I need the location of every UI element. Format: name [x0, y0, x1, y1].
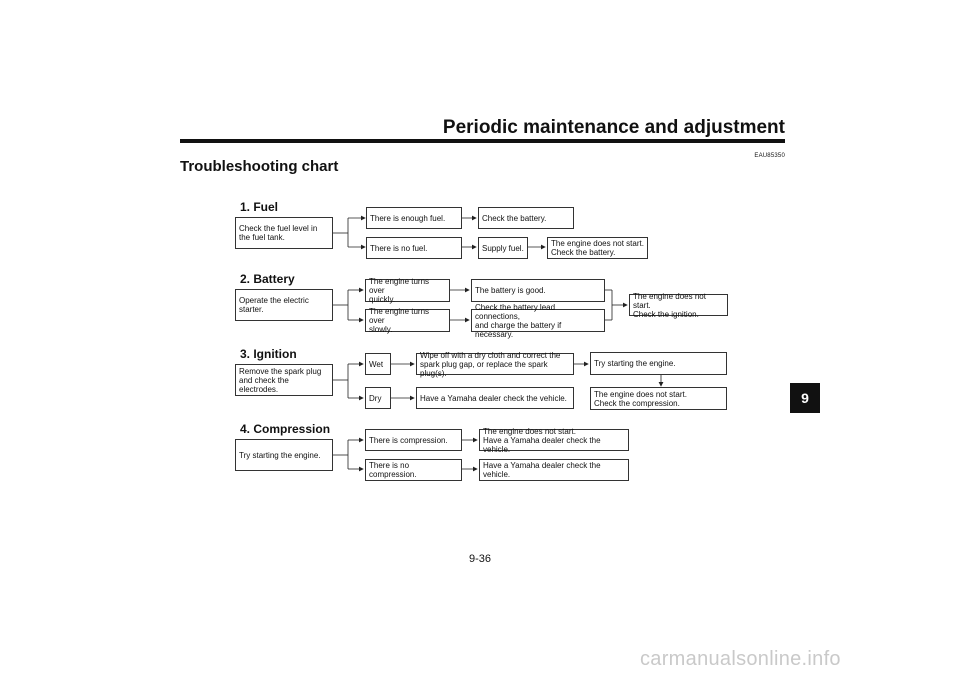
fuel-supply-box: Supply fuel. — [478, 237, 528, 259]
battery-step-title: 2. Battery — [240, 272, 295, 286]
ignition-wet-box: Wet — [365, 353, 391, 375]
ignition-step-title: 3. Ignition — [240, 347, 297, 361]
watermark: carmanualsonline.info — [640, 648, 841, 670]
battery-quick-box: The engine turns over quickly. — [365, 277, 450, 304]
fuel-start-box: Check the fuel level in the fuel tank. — [235, 217, 333, 249]
fuel-step-title: 1. Fuel — [240, 200, 279, 214]
compression-none-box: There is no compression. — [365, 459, 462, 481]
battery-slow-box: The engine turns over slowly. — [365, 307, 450, 334]
compression-dealer-box: Have a Yamaha dealer check the vehicle. — [479, 459, 629, 481]
compression-step-title: 4. Compression — [240, 422, 331, 436]
fuel-check-battery-box: Check the battery. — [478, 207, 574, 229]
chapter-tab[interactable]: 9 — [790, 383, 820, 413]
battery-start-box: Operate the electric starter. — [235, 289, 333, 321]
ignition-start-box: Remove the spark plug and check the elec… — [235, 364, 333, 396]
fuel-not-start-box: The engine does not start. Check the bat… — [547, 237, 648, 259]
section-title: Troubleshooting chart — [180, 158, 339, 175]
header-rule — [180, 139, 785, 143]
ignition-dealer-box: Have a Yamaha dealer check the vehicle. — [416, 387, 574, 409]
ignition-try-box: Try starting the engine. — [590, 352, 727, 375]
ignition-wipe-box: Wipe off with a dry cloth and correct th… — [416, 351, 574, 378]
compression-not-start-box: The engine does not start. Have a Yamaha… — [479, 427, 629, 454]
fuel-enough-box: There is enough fuel. — [366, 207, 462, 229]
section-code: EAU85350 — [754, 153, 785, 159]
compression-start-box: Try starting the engine. — [235, 439, 333, 471]
battery-not-start-box: The engine does not start. Check the ign… — [629, 292, 728, 319]
compression-has-box: There is compression. — [365, 429, 462, 451]
ignition-dry-box: Dry — [365, 387, 391, 409]
ignition-not-start-box: The engine does not start. Check the com… — [590, 387, 727, 410]
battery-check-leads-box: Check the battery lead connections, and … — [471, 303, 605, 339]
page-number: 9-36 — [468, 553, 492, 565]
page-header-title: Periodic maintenance and adjustment — [442, 117, 785, 138]
battery-good-box: The battery is good. — [471, 279, 605, 302]
fuel-no-fuel-box: There is no fuel. — [366, 237, 462, 259]
